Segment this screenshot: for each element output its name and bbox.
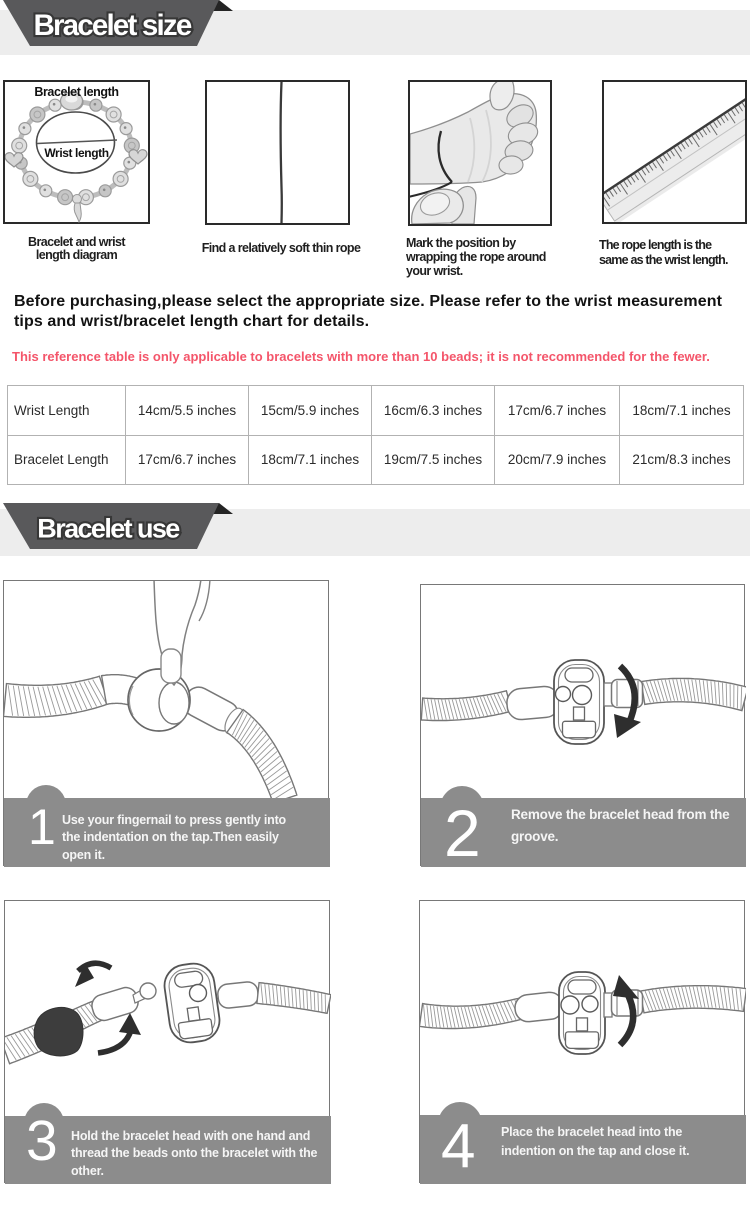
- svg-text:Bracelet use: Bracelet use: [37, 514, 180, 544]
- svg-text:Bracelet size: Bracelet size: [34, 9, 192, 42]
